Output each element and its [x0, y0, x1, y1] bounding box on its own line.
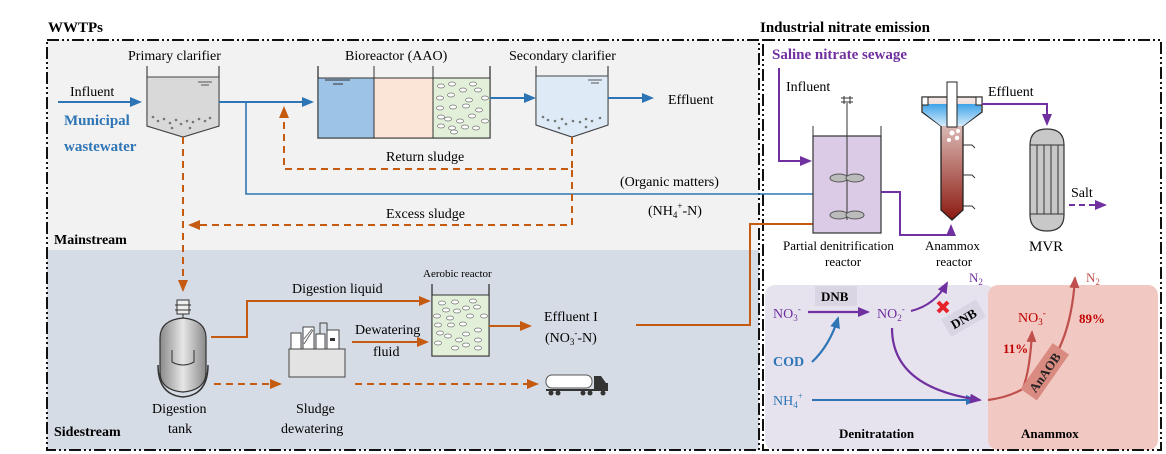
nitrite-species: NO2- — [877, 304, 905, 323]
digestion-liquid-label: Digestion liquid — [292, 282, 383, 297]
sludge-dewatering-label-2: dewatering — [281, 422, 343, 437]
partial-denitrification-reactor-icon — [812, 96, 882, 234]
effluent-1-to-industrial-flow — [636, 219, 868, 326]
secondary-clarifier-label: Secondary clarifier — [509, 49, 616, 64]
dnb-label-1: DNB — [821, 289, 849, 304]
return-sludge-flow — [279, 106, 573, 170]
anammox-zone — [988, 285, 1158, 450]
mvr-evaporator-icon — [1029, 128, 1065, 232]
sidestream-area — [47, 250, 759, 450]
sidestream-label: Sidestream — [54, 425, 121, 440]
n2-from-denitrification: N2 — [969, 270, 983, 287]
product-nitrate-species: NO3- — [1018, 308, 1046, 327]
bioreactor-aao-icon — [317, 66, 491, 139]
bioreactor-label: Bioreactor (AAO) — [345, 49, 448, 64]
nitrate-species: NO3- — [773, 304, 801, 323]
pd-reactor-label-1: Partial denitrification — [783, 238, 894, 253]
sludge-dewatering-label-1: Sludge — [296, 402, 335, 417]
aerobic-reactor-label: Aerobic reactor — [423, 268, 492, 280]
primary-clarifier-label: Primary clarifier — [128, 49, 221, 64]
n2-from-anammox: N2 — [1086, 270, 1100, 287]
n2-yield-percent: 89% — [1079, 311, 1105, 326]
influent-label: Influent — [70, 85, 114, 100]
ammonium-species: NH4+ — [773, 391, 803, 410]
digestion-tank-label-1: Digestion — [152, 402, 206, 417]
organic-matters-label: (Organic matters) — [620, 175, 719, 190]
excess-sludge-label: Excess sludge — [386, 207, 465, 222]
truck-icon — [545, 374, 608, 396]
ammonium-label: (NH4+-N) — [648, 201, 702, 220]
pd-to-anammox-flow — [881, 191, 956, 236]
salt-label: Salt — [1071, 186, 1093, 201]
mainstream-area — [47, 40, 759, 250]
municipal-wastewater-label-1: Municipal — [64, 113, 130, 129]
blocked-cross-icon — [936, 300, 950, 314]
anammox-reactor-label-2: reactor — [936, 254, 973, 269]
anammox-reactor-icon — [921, 81, 983, 221]
anammox-label: Anammox — [1021, 426, 1079, 441]
excess-sludge-flow — [188, 170, 573, 230]
saline-influent-flow — [778, 68, 812, 166]
denitratation-label: Denitratation — [839, 426, 915, 441]
primary-clarifier-icon — [146, 66, 220, 138]
mainstream-label: Mainstream — [54, 233, 127, 248]
industrial-title: Industrial nitrate emission — [760, 20, 931, 36]
mvr-label: MVR — [1029, 239, 1063, 255]
organic-matter-bypass-flow — [245, 102, 866, 199]
nitrate-yield-percent: 11% — [1003, 341, 1028, 356]
secondary-clarifier-icon — [535, 66, 609, 138]
wwtp-title: WWTPs — [48, 20, 103, 36]
return-sludge-label: Return sludge — [386, 150, 464, 165]
dnb-badge-1 — [815, 286, 857, 306]
nitrite-to-n2-blocked-arrow — [910, 281, 948, 312]
municipal-wastewater-label-2: wastewater — [64, 139, 137, 155]
industrial-effluent-label: Effluent — [988, 85, 1034, 100]
denitratation-zone — [765, 285, 995, 450]
sludge-dewatering-icon — [288, 322, 346, 378]
wwtp-panel-border — [46, 39, 760, 451]
nitrite-to-anammox-arrow — [890, 327, 982, 404]
dewatering-fluid-label-2: fluid — [373, 345, 399, 360]
anammox-reactor-label-1: Anammox — [925, 238, 980, 253]
cod-electron-donor-arrow — [811, 316, 840, 363]
effluent-1-label: Effluent I — [544, 310, 598, 325]
effluent-label: Effluent — [668, 93, 714, 108]
cod-species: COD — [773, 355, 804, 370]
aerobic-reactor-icon — [431, 284, 490, 357]
anammox-to-mvr-flow — [982, 103, 1052, 126]
industrial-panel-border — [762, 39, 1162, 451]
saline-nitrate-sewage-label: Saline nitrate sewage — [772, 47, 907, 63]
dewatering-fluid-label-1: Dewatering — [355, 323, 420, 338]
industrial-influent-label: Influent — [786, 80, 830, 95]
effluent-1-species: (NO3--N) — [545, 328, 597, 347]
digestion-tank-label-2: tank — [168, 422, 192, 437]
digestion-tank-icon — [157, 299, 209, 398]
pd-reactor-label-2: reactor — [825, 254, 862, 269]
